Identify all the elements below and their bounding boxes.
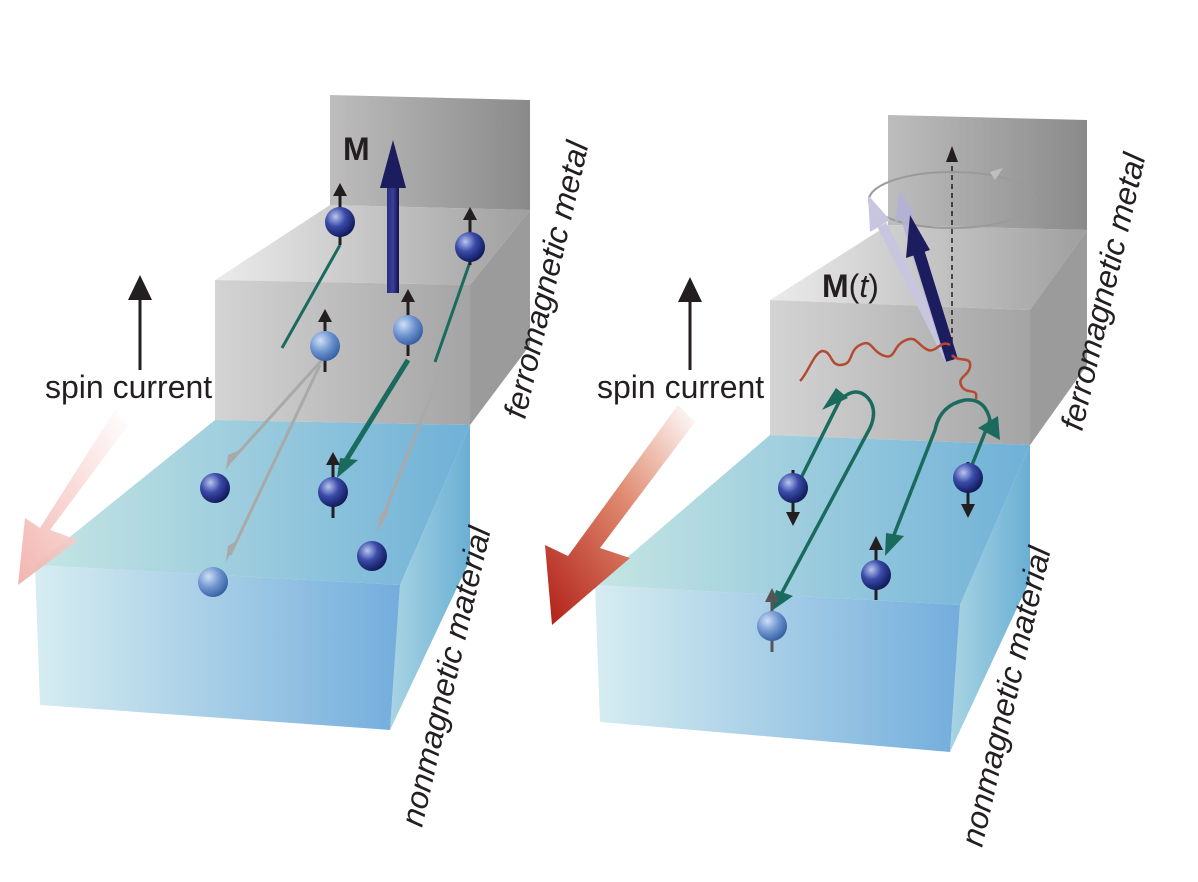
right-nm-right-face: [950, 445, 1030, 752]
right-magnetization-label: M(t): [822, 268, 879, 304]
left-electrons: [198, 183, 485, 597]
left-magnetization-arrow: [380, 140, 406, 293]
right-electron-paths: [770, 388, 1000, 612]
m-paren-close: ): [868, 268, 879, 304]
left-magnetization-label: M: [343, 131, 370, 167]
electron-spin-up: [393, 289, 423, 356]
left-nonmagnet-block: [35, 420, 470, 730]
electron-spin-down: [778, 470, 808, 526]
right-spin-current-label: spin current: [597, 369, 764, 405]
right-electrons: [757, 462, 983, 652]
electron-spin-up: [310, 309, 340, 372]
m-time-var: t: [859, 268, 869, 304]
electron-spin-up: [325, 183, 355, 245]
right-nm-top-face: [595, 435, 1030, 605]
electron-spin-up: [455, 207, 485, 265]
left-nm-right-face: [390, 425, 470, 730]
m-symbol: M: [822, 268, 849, 304]
right-nonmagnet-block: [595, 435, 1030, 752]
electron-spin-down: [953, 462, 983, 518]
left-electron-paths: [226, 244, 472, 562]
right-panel: M(t) spin current ferromagnetic metal no…: [545, 115, 1153, 850]
electron-spin-up: [757, 588, 787, 652]
electron-spin-up: [318, 452, 348, 518]
electron-unpolarized: [357, 541, 387, 571]
left-spin-current-faded-arrow: [18, 410, 128, 585]
right-fm-right-face: [1030, 230, 1087, 445]
right-fm-back-face: [888, 115, 1087, 230]
m-paren-open: (: [849, 268, 860, 304]
electron-spin-up: [861, 536, 891, 600]
left-spin-current-label: spin current: [45, 369, 212, 405]
electron-unpolarized: [200, 473, 230, 503]
left-fm-back-face: [330, 95, 530, 210]
left-panel: M spin current ferromagnetic metal nonma…: [18, 95, 596, 830]
right-spin-direction-arrow: [678, 277, 702, 370]
left-fm-top-face: [215, 205, 530, 285]
left-fm-right-face: [470, 210, 530, 425]
spin-pumping-wave-right: [951, 354, 978, 400]
left-fm-front-face: [215, 280, 470, 425]
electron-unpolarized: [198, 567, 228, 597]
right-spin-current-arrow: [545, 405, 695, 625]
left-nm-top-face: [35, 420, 470, 585]
right-magnetization-arrow: [906, 215, 958, 362]
spin-pumping-wave-left: [799, 337, 951, 382]
left-spin-direction-arrow: [128, 275, 152, 370]
left-ferromagnet-block: [215, 95, 530, 425]
right-nm-front-face: [595, 585, 960, 752]
left-nm-front-face: [35, 565, 400, 730]
